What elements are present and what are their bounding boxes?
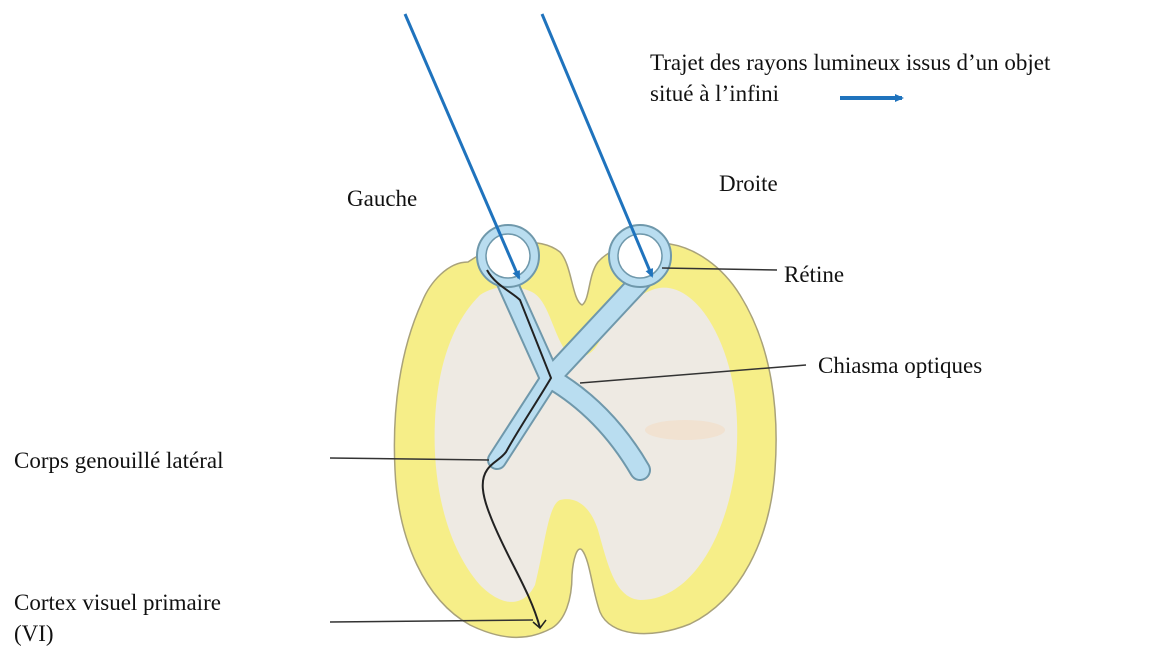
legend-line-1: Trajet des rayons lumineux issus d’un ob… <box>650 47 1050 78</box>
legend-text: Trajet des rayons lumineux issus d’un ob… <box>650 47 1050 109</box>
cortex-label-line-2: (VI) <box>14 618 221 649</box>
cortex-label-line-1: Cortex visuel primaire <box>14 587 221 618</box>
lateral-geniculate-label: Corps genouillé latéral <box>14 445 224 476</box>
legend-line-2: situé à l’infini <box>650 78 1050 109</box>
chiasma-label: Chiasma optiques <box>818 350 982 381</box>
light-ray-left <box>405 14 519 278</box>
light-ray-right <box>542 14 652 276</box>
left-side-label: Gauche <box>347 183 417 214</box>
cortex-label: Cortex visuel primaire (VI) <box>14 587 221 649</box>
right-side-label: Droite <box>719 168 778 199</box>
stain-mark <box>645 420 725 440</box>
right-eye <box>609 225 671 287</box>
retina-label: Rétine <box>784 259 844 290</box>
